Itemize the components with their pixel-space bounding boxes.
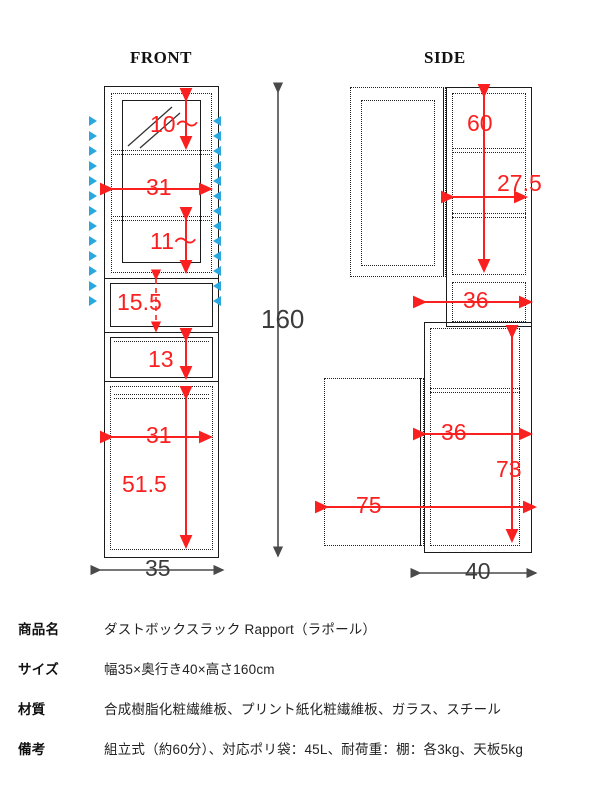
front-glass-door <box>122 100 201 263</box>
table-row: 材質 合成樹脂化粧繊維板、プリント紙化粧繊維板、ガラス、スチール <box>0 698 600 736</box>
front-upper-shelf-1 <box>111 150 212 151</box>
spec-value-material: 合成樹脂化粧繊維板、プリント紙化粧繊維板、ガラス、スチール <box>104 702 502 717</box>
front-dim-51-5-label: 51.5 <box>122 471 167 497</box>
right-marker-strip <box>213 116 221 311</box>
side-view-title: SIDE <box>424 48 466 67</box>
spec-value-remarks: 組立式（約60分）、対応ポリ袋：45L、耐荷重：棚：各3kg、天板5kg <box>104 742 524 757</box>
front-dim-10-label: 10〜 <box>150 111 199 137</box>
front-upper-shelf-1b <box>111 154 212 155</box>
side-dim-73-label: 73 <box>496 456 522 482</box>
side-lower-shelf-b <box>430 392 520 393</box>
front-divider-1 <box>104 278 219 279</box>
front-dim-15-5-label: 15.5 <box>117 289 162 315</box>
side-open-door-inner <box>361 100 435 266</box>
side-open-door-outer <box>350 87 446 277</box>
front-divider-3 <box>104 381 219 382</box>
side-door-hinge-line <box>443 87 444 277</box>
front-dim-13-label: 13 <box>148 346 174 372</box>
front-upper-shelf-2b <box>111 220 212 221</box>
front-lower-top-shelf-b <box>114 398 209 399</box>
front-dim-31-upper-label: 31 <box>146 174 172 200</box>
spec-label-size: サイズ <box>18 662 59 677</box>
side-lower-open-door <box>324 378 424 546</box>
specification-table: 商品名 ダストボックスラック Rapport（ラポール） サイズ 幅35×奥行き… <box>0 600 600 798</box>
side-lower-shelf <box>430 388 520 389</box>
side-dim-36-lower-label: 36 <box>441 419 467 445</box>
side-shelf-2 <box>452 213 526 214</box>
front-dim-31-lower-label: 31 <box>146 422 172 448</box>
product-dimension-diagram: FRONT SIDE <box>89 48 542 584</box>
front-dim-11-label: 11〜 <box>150 228 197 254</box>
front-divider-2 <box>104 332 219 333</box>
front-cabinet-outline <box>104 86 219 558</box>
side-shelf-1 <box>452 148 526 149</box>
front-view-title: FRONT <box>130 48 192 67</box>
spec-label-material: 材質 <box>18 702 46 717</box>
front-dim-35-label: 35 <box>145 555 171 581</box>
table-row: 商品名 ダストボックスラック Rapport（ラポール） <box>0 618 600 656</box>
side-shelf-1b <box>452 152 526 153</box>
side-dim-36-mid-label: 36 <box>463 287 489 313</box>
table-row: 備考 組立式（約60分）、対応ポリ袋：45L、耐荷重：棚：各3kg、天板5kg <box>0 738 600 776</box>
front-drawer-1 <box>110 283 213 327</box>
side-dim-60-label: 60 <box>467 110 493 136</box>
spec-value-product-name: ダストボックスラック Rapport（ラポール） <box>104 622 377 637</box>
spec-value-size: 幅35×奥行き40×高さ160cm <box>104 662 275 677</box>
side-dim-40-label: 40 <box>465 558 491 584</box>
side-dim-27-5-label: 27.5 <box>497 170 542 196</box>
front-lower-compartment <box>110 386 213 550</box>
side-shelf-2b <box>452 217 526 218</box>
left-marker-strip <box>89 116 97 311</box>
total-height-160-label: 160 <box>261 304 305 334</box>
spec-label-remarks: 備考 <box>18 742 46 757</box>
front-drawer-2 <box>110 337 213 378</box>
front-upper-shelf-2 <box>111 216 212 217</box>
spec-label-product-name: 商品名 <box>18 622 60 637</box>
side-lower-door-hinge <box>420 378 421 546</box>
front-drawer-2-inner <box>114 341 209 342</box>
front-lower-top-shelf <box>114 394 209 395</box>
side-dim-75-label: 75 <box>356 492 382 518</box>
table-row: サイズ 幅35×奥行き40×高さ160cm <box>0 658 600 696</box>
